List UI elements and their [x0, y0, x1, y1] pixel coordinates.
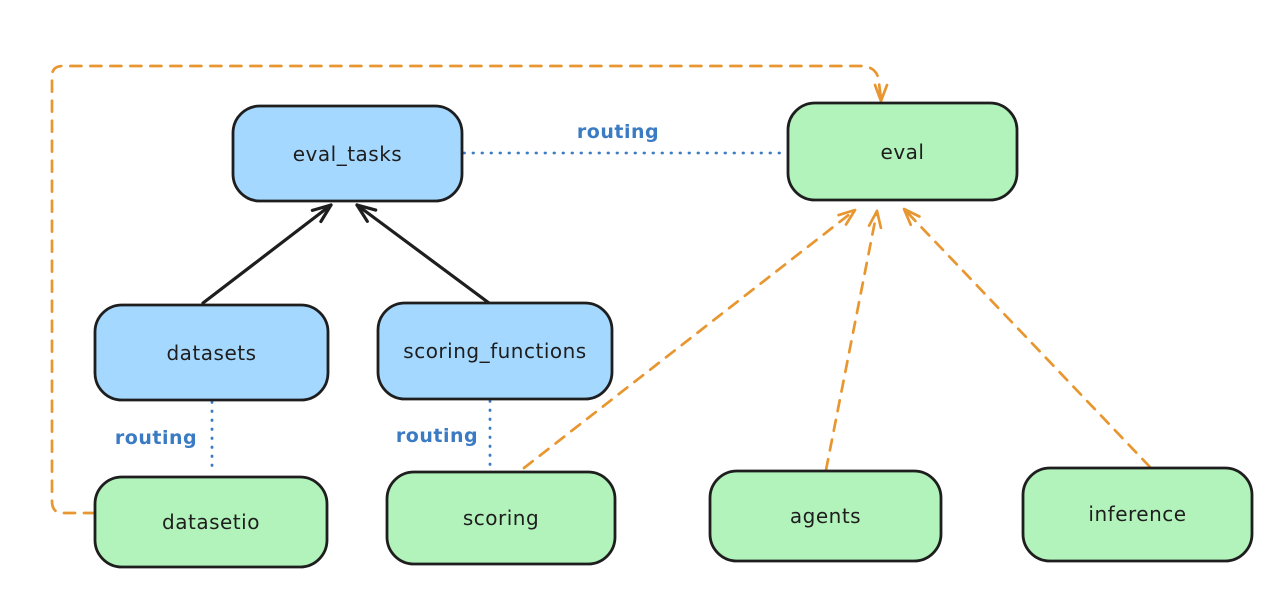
edge-scoring-functions-to-scoring: routing [396, 399, 492, 472]
routing-label: routing [396, 425, 478, 447]
arrowhead-icon [873, 83, 889, 103]
arrowhead-icon [837, 208, 857, 226]
arrow-path [201, 203, 333, 305]
node-label: datasets [166, 341, 256, 365]
node-label: scoring [463, 506, 539, 530]
node-scoring: scoring [385, 470, 617, 566]
node-label: eval [881, 140, 925, 164]
arrow-path [355, 203, 491, 305]
node-eval: eval [786, 101, 1019, 202]
node-label: eval_tasks [293, 142, 402, 166]
dependency-path [522, 208, 857, 470]
node-inference: inference [1021, 466, 1254, 563]
node-label: inference [1088, 502, 1186, 526]
node-datasets: datasets [93, 303, 330, 402]
edge-datasets-to-eval-tasks [201, 203, 333, 305]
arrowhead-icon [310, 203, 333, 224]
node-shape [385, 470, 617, 566]
arrowhead-icon [355, 203, 378, 223]
node-datasetio: datasetio [93, 475, 329, 569]
edge-scoring-to-eval [522, 208, 857, 470]
routing-label: routing [115, 427, 197, 449]
dependency-path [50, 64, 883, 515]
edge-agents-to-eval [824, 209, 883, 472]
node-shape [231, 104, 464, 203]
arrowhead-icon [867, 209, 883, 230]
node-agents: agents [708, 469, 943, 563]
node-label: scoring_functions [403, 339, 586, 363]
node-shape [1021, 466, 1254, 563]
edge-scoring-functions-to-eval-tasks [355, 203, 491, 305]
edge-eval-tasks-to-eval: routing [462, 121, 789, 155]
node-shape [786, 101, 1019, 202]
node-label: datasetio [162, 510, 260, 534]
node-shape [708, 469, 943, 563]
node-label: agents [790, 504, 861, 528]
edge-datasetio-to-eval [50, 64, 889, 515]
node-eval-tasks: eval_tasks [231, 104, 464, 203]
node-shape [376, 301, 614, 401]
dependency-path [824, 209, 879, 472]
node-shape [93, 475, 329, 569]
node-shape [93, 303, 330, 402]
dependency-path [902, 207, 1152, 469]
routing-label: routing [577, 121, 659, 143]
arrowhead-icon [902, 207, 921, 227]
edge-inference-to-eval [902, 207, 1152, 469]
edge-datasets-to-datasetio: routing [115, 400, 214, 475]
node-scoring-functions: scoring_functions [376, 301, 614, 401]
